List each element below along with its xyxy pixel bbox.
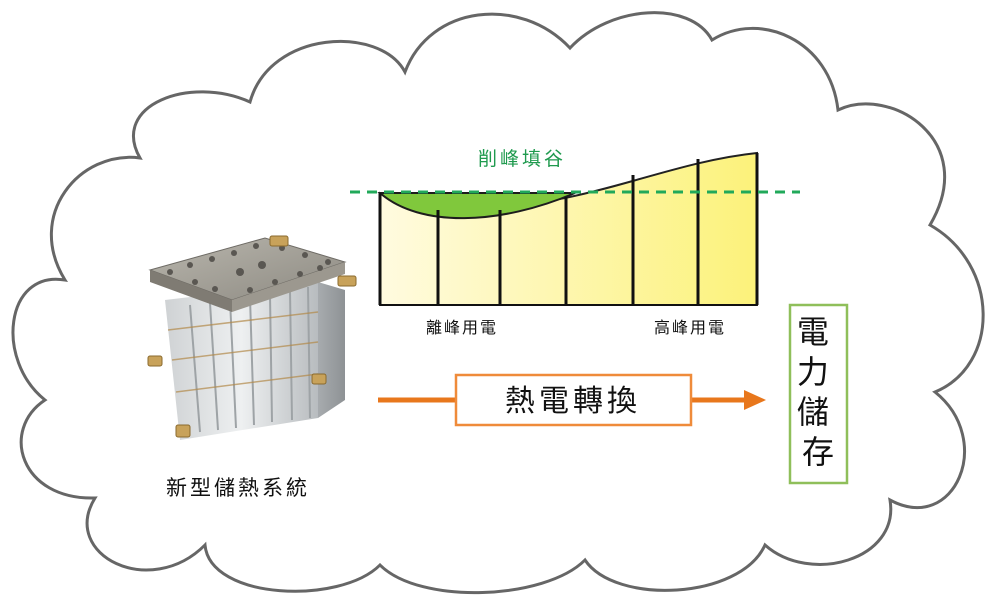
heat-storage-device-image: [147, 235, 357, 440]
off-peak-label: 離峰用電: [426, 318, 498, 337]
storage-label: 電 力 儲 存: [797, 313, 839, 471]
conversion-label: 熱電轉換: [505, 384, 641, 419]
storage-box-frame: [788, 303, 849, 485]
peak-label: 高峰用電: [654, 318, 726, 337]
valley-fill-area: [377, 192, 576, 220]
storage-box: 電 力 儲 存: [788, 303, 849, 485]
flow-arrow-head: [744, 390, 766, 410]
electricity-usage-chart: 削峰填谷 離峰用電 高峰用電: [350, 148, 800, 337]
conversion-box: [454, 373, 693, 427]
peak-shaving-label: 削峰填谷: [478, 148, 566, 170]
time-dividers: [378, 153, 759, 305]
conversion-flow: 熱電轉換: [378, 373, 766, 427]
system-label: 新型儲熱系統: [166, 476, 310, 500]
